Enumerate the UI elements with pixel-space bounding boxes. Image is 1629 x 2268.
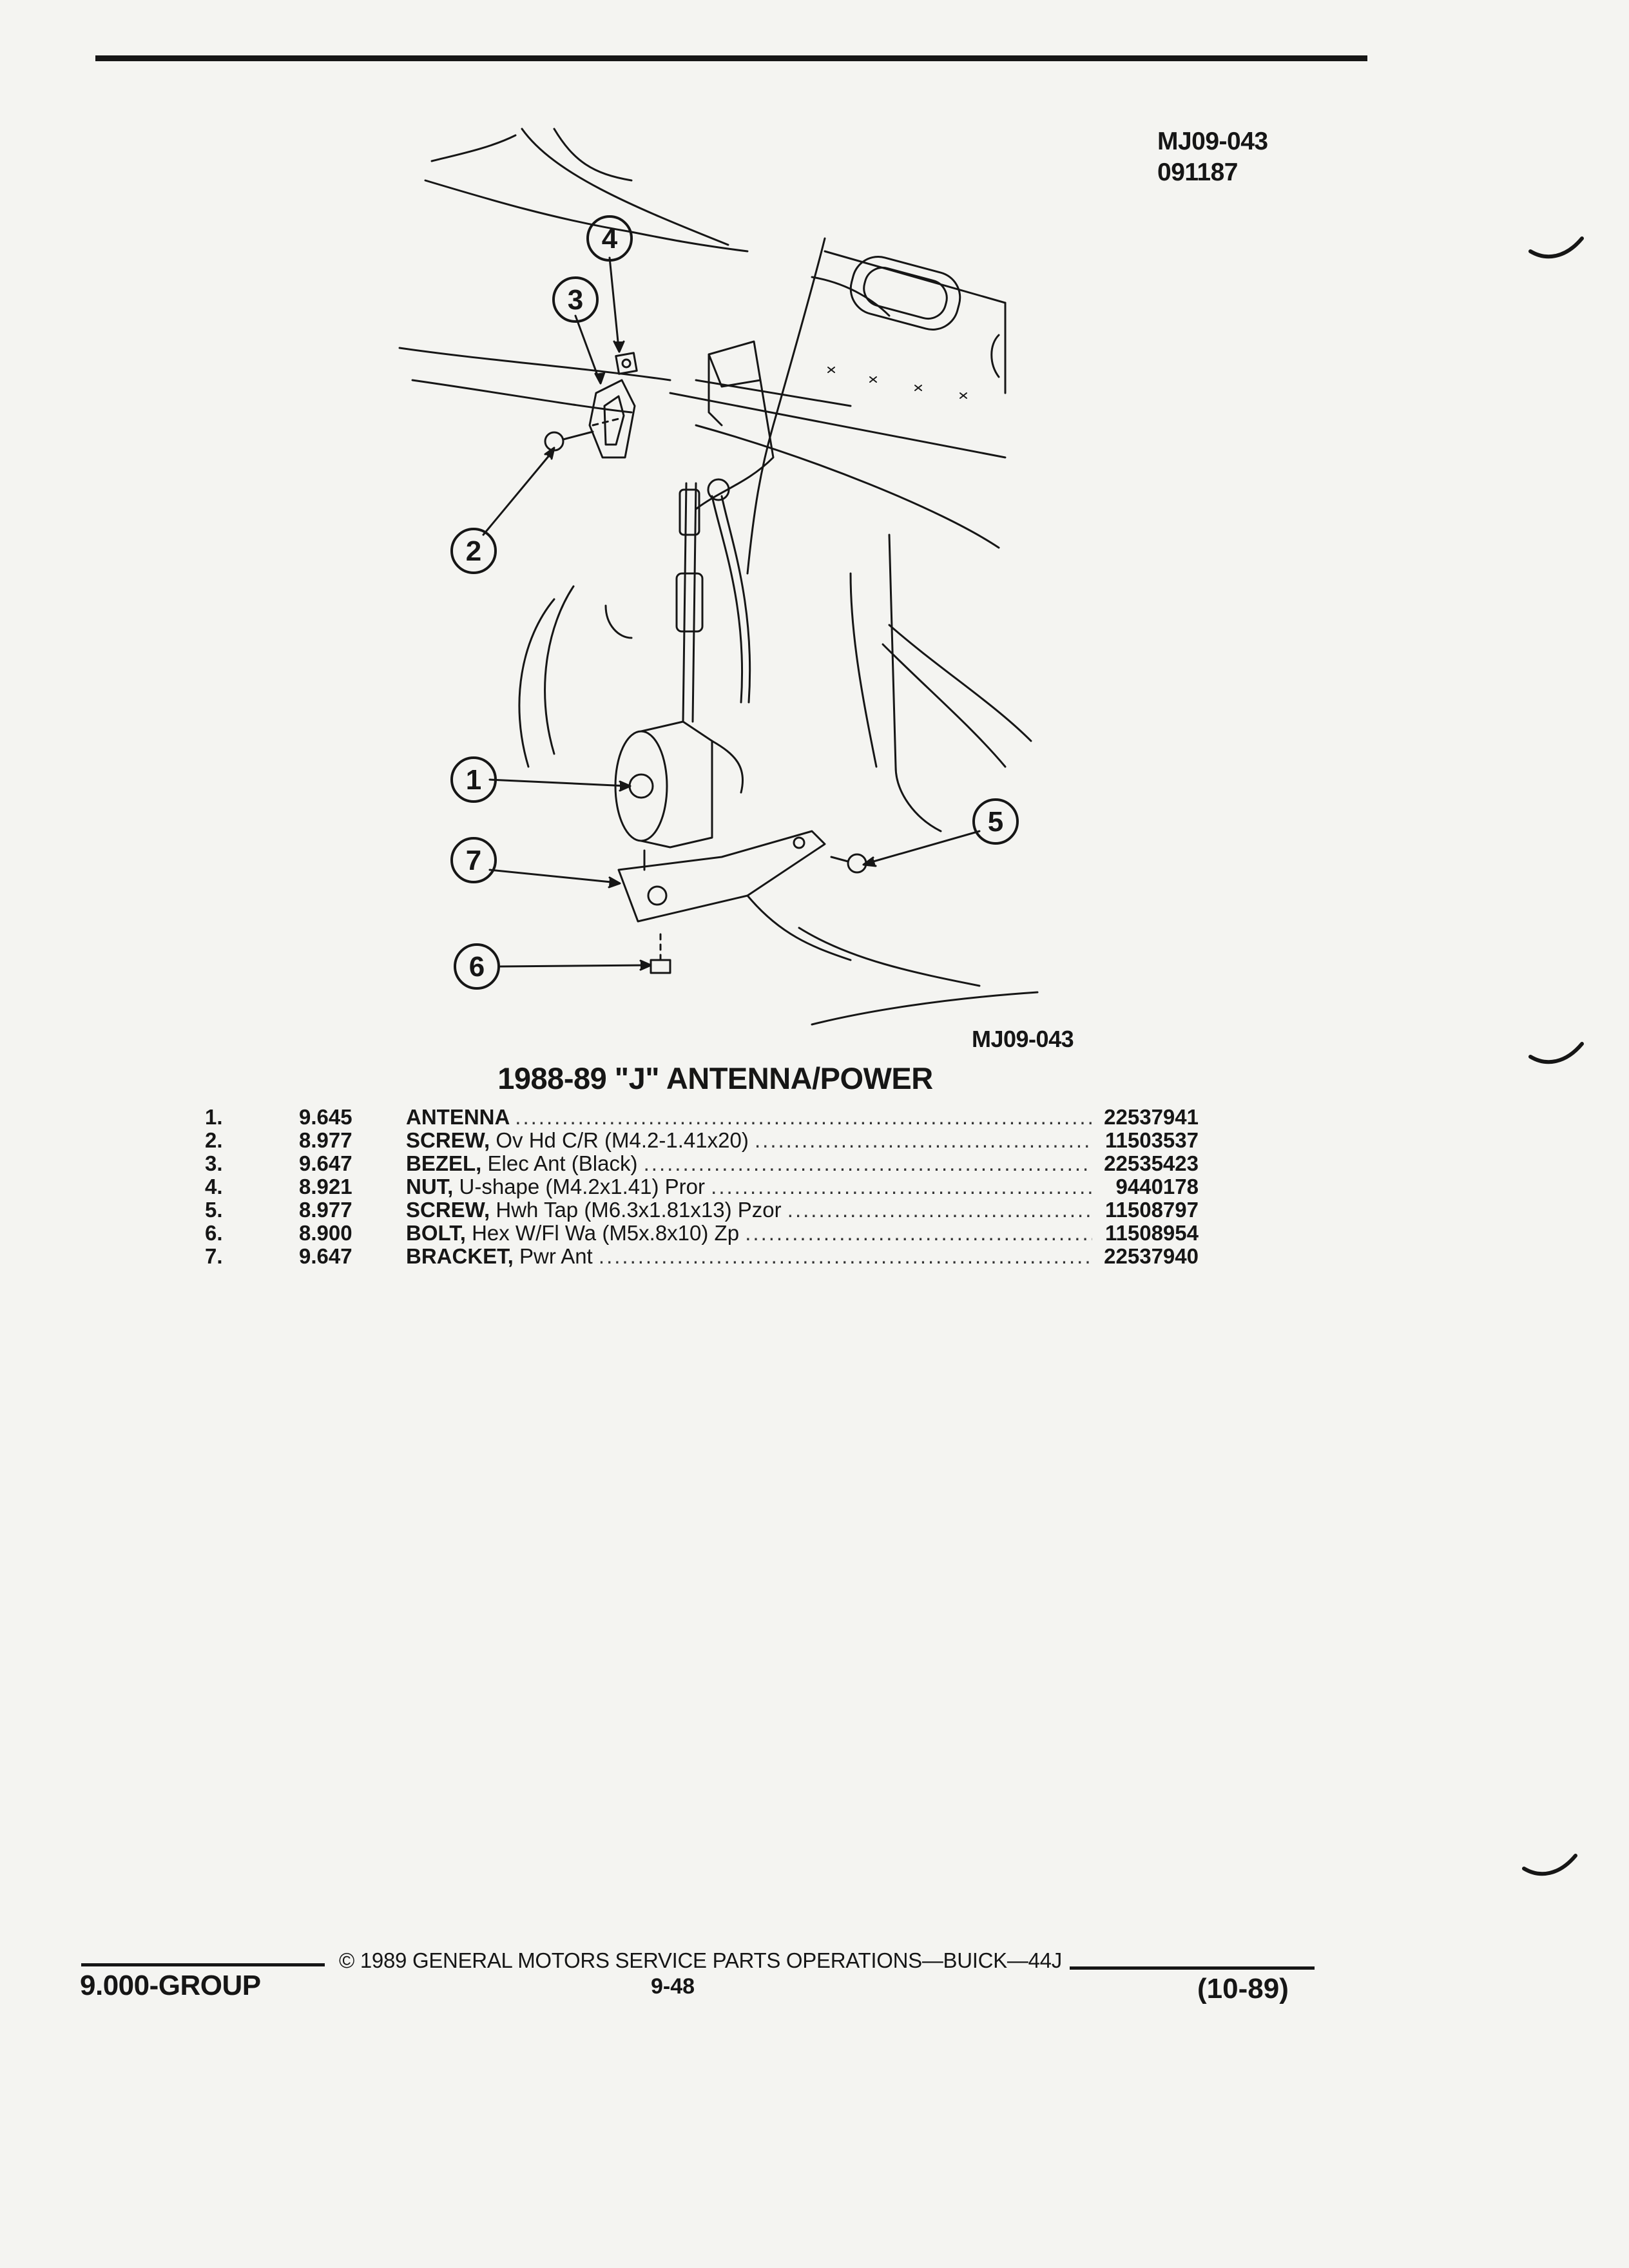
part-name: NUT,: [406, 1175, 454, 1198]
item-number: 3.: [205, 1151, 223, 1175]
item-number: 1.: [205, 1105, 223, 1129]
callout-5: 5: [988, 806, 1003, 838]
part-number: 11508797: [1104, 1198, 1199, 1222]
part-name: SCREW,: [406, 1129, 490, 1152]
footer-revision: (10-89): [1197, 1973, 1289, 2004]
part-description: NUT, U-shape (M4.2x1.41) Pror ..........…: [406, 1175, 1092, 1198]
callout-4: 4: [602, 223, 618, 255]
part-name: BOLT,: [406, 1222, 466, 1245]
parts-row: 5. 8.977 SCREW, Hwh Tap (M6.3x1.81x13) P…: [193, 1198, 1199, 1222]
leader-dots: ........................................…: [515, 1106, 1092, 1129]
callout-2: 2: [466, 535, 481, 567]
callout-circles: [450, 215, 1019, 990]
part-detail: Hwh Tap (M6.3x1.81x13) Pzor: [496, 1198, 782, 1222]
part-name: SCREW,: [406, 1198, 490, 1222]
item-number: 7.: [205, 1244, 223, 1268]
part-number: 11508954: [1104, 1221, 1199, 1245]
part-description: BRACKET, Pwr Ant .......................…: [406, 1245, 1092, 1268]
callout-3: 3: [568, 284, 583, 316]
illustration-code: MJ09-043: [1157, 128, 1268, 155]
weld-marks: [827, 367, 967, 399]
callout-1: 1: [466, 764, 481, 796]
part-detail: Elec Ant (Black): [487, 1152, 638, 1175]
part-detail: U-shape (M4.2x1.41) Pror: [459, 1175, 705, 1198]
screw-5-part: [830, 853, 867, 874]
item-number: 5.: [205, 1198, 223, 1222]
part-number: 11503537: [1104, 1128, 1199, 1152]
part-description: ANTENNA ................................…: [406, 1106, 1092, 1129]
group-number: 8.921: [299, 1175, 352, 1198]
item-number: 2.: [205, 1128, 223, 1152]
part-detail: Hex W/Fl Wa (M5x.8x10) Zp: [472, 1222, 740, 1245]
upper-mount: [695, 340, 775, 510]
footer-page-number: 9-48: [651, 1974, 695, 1999]
scan-artifact: [1528, 1042, 1584, 1064]
parts-row: 7. 9.647 BRACKET, Pwr Ant ..............…: [193, 1245, 1199, 1268]
footer-copyright: © 1989 GENERAL MOTORS SERVICE PARTS OPER…: [339, 1948, 1062, 1972]
footer-left-rule: [81, 1963, 325, 1966]
leader-dots: ........................................…: [745, 1222, 1092, 1245]
part-detail: Pwr Ant: [519, 1245, 593, 1268]
group-number: 8.900: [299, 1221, 352, 1245]
part-number: 9440178: [1115, 1175, 1199, 1198]
item-number: 6.: [205, 1221, 223, 1245]
diagram-caption: MJ09-043: [972, 1026, 1074, 1052]
antenna-cable: [746, 237, 826, 575]
item-number: 4.: [205, 1175, 223, 1198]
screw-2-part: [544, 418, 620, 452]
footer-right-rule: [1070, 1966, 1315, 1970]
scan-artifact: [1528, 236, 1584, 259]
group-number: 8.977: [299, 1128, 352, 1152]
leader-lines: [482, 256, 981, 971]
part-number: 22537940: [1104, 1244, 1199, 1268]
group-number: 9.647: [299, 1151, 352, 1175]
bezel-part: [588, 379, 636, 459]
part-description: SCREW, Hwh Tap (M6.3x1.81x13) Pzor .....…: [406, 1198, 1092, 1222]
group-number: 8.977: [299, 1198, 352, 1222]
leader-dots: ........................................…: [755, 1129, 1092, 1152]
antenna-mast: [675, 478, 751, 723]
part-name: BEZEL,: [406, 1152, 482, 1175]
lower-bracket: [617, 830, 826, 923]
parts-list: 1. 9.645 ANTENNA .......................…: [193, 1106, 1199, 1268]
antenna-motor: [614, 720, 744, 849]
part-number: 22535423: [1104, 1151, 1199, 1175]
top-rule: [95, 55, 1367, 61]
part-description: SCREW, Ov Hd C/R (M4.2-1.41x20) ........…: [406, 1129, 1092, 1152]
parts-row: 3. 9.647 BEZEL, Elec Ant (Black) .......…: [193, 1152, 1199, 1175]
callout-6: 6: [469, 951, 485, 983]
nut-part: [615, 352, 638, 375]
parts-row: 6. 8.900 BOLT, Hex W/Fl Wa (M5x.8x10) Zp…: [193, 1222, 1199, 1245]
footer-group-label: 9.000-GROUP: [80, 1970, 261, 2001]
body-panel-lines: [398, 128, 1007, 549]
leader-dots: ........................................…: [787, 1198, 1092, 1222]
group-title: 1988-89 "J" ANTENNA/POWER: [497, 1061, 933, 1095]
leader-dots: ........................................…: [598, 1245, 1092, 1268]
leader-dots: ........................................…: [711, 1175, 1092, 1198]
part-name: BRACKET,: [406, 1245, 514, 1268]
callout-7: 7: [466, 845, 481, 876]
parts-row: 1. 9.645 ANTENNA .......................…: [193, 1106, 1199, 1129]
wheel-housing: [518, 533, 1039, 1026]
parts-row: 4. 8.921 NUT, U-shape (M4.2x1.41) Pror .…: [193, 1175, 1199, 1198]
part-description: BOLT, Hex W/Fl Wa (M5x.8x10) Zp ........…: [406, 1222, 1092, 1245]
part-name: ANTENNA: [406, 1106, 510, 1129]
part-description: BEZEL, Elec Ant (Black) ................…: [406, 1152, 1092, 1175]
group-number: 9.647: [299, 1244, 352, 1268]
panel-slot: [849, 256, 1000, 378]
date-code: 091187: [1157, 159, 1238, 186]
leader-dots: ........................................…: [643, 1152, 1092, 1175]
part-detail: Ov Hd C/R (M4.2-1.41x20): [496, 1129, 749, 1152]
exploded-diagram: 3 4 2 1 7 6 5: [361, 122, 1108, 1037]
group-number: 9.645: [299, 1105, 352, 1129]
illustration-code-block: MJ09-043 091187: [1157, 126, 1268, 188]
bolt-6-part: [650, 933, 671, 974]
parts-row: 2. 8.977 SCREW, Ov Hd C/R (M4.2-1.41x20)…: [193, 1129, 1199, 1152]
scan-artifact: [1522, 1854, 1577, 1876]
part-number: 22537941: [1104, 1105, 1199, 1129]
